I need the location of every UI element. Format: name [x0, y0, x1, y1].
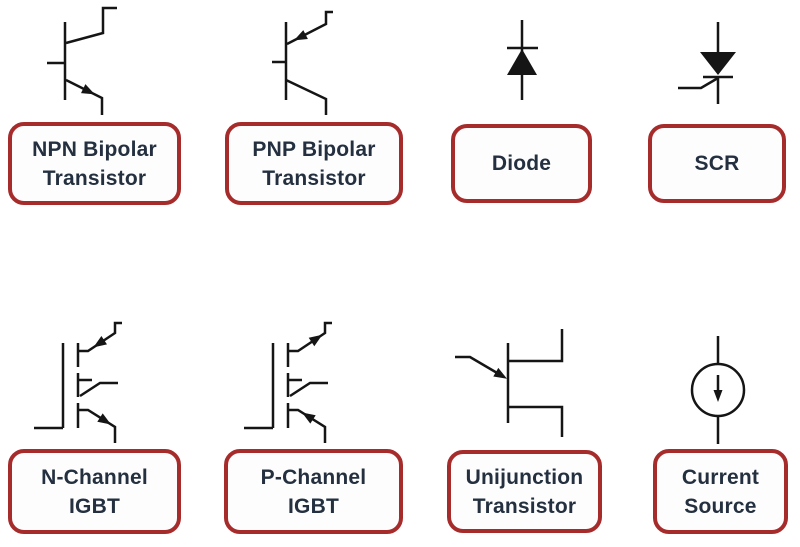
label-line: NPN Bipolar: [32, 137, 157, 161]
label-current-source: Current Source: [653, 449, 788, 534]
label-p-channel-igbt: P-Channel IGBT: [224, 449, 403, 534]
label-line: Diode: [491, 152, 552, 175]
label-line: IGBT: [288, 494, 339, 518]
label-scr: SCR: [648, 124, 786, 203]
label-npn-bipolar-transistor: NPN Bipolar Transistor: [8, 122, 181, 205]
label-line: Current: [681, 465, 760, 489]
label-line: Transistor: [262, 166, 366, 190]
label-line: Transistor: [42, 166, 147, 190]
label-line: PNP Bipolar: [252, 137, 376, 161]
label-n-channel-igbt: N-Channel IGBT: [8, 449, 181, 534]
current-source-icon: [690, 336, 746, 444]
unijunction-transistor-icon: [455, 329, 564, 437]
label-unijunction-transistor: Unijunction Transistor: [447, 450, 602, 533]
scr-icon: [678, 22, 736, 104]
p-channel-igbt-icon: [244, 321, 332, 443]
label-pnp-bipolar-transistor: PNP Bipolar Transistor: [225, 122, 403, 205]
label-line: Transistor: [472, 494, 577, 518]
label-diode: Diode: [451, 124, 592, 203]
pnp-bipolar-transistor-icon: [272, 10, 333, 115]
label-line: SCR: [694, 152, 740, 175]
label-line: Source: [684, 494, 757, 518]
label-line: Unijunction: [465, 465, 584, 489]
n-channel-igbt-icon: [34, 321, 122, 443]
diode-icon: [507, 20, 538, 100]
label-line: IGBT: [69, 494, 120, 518]
npn-bipolar-transistor-icon: [47, 6, 117, 115]
label-line: P-Channel: [260, 465, 367, 489]
label-line: N-Channel: [41, 465, 148, 489]
